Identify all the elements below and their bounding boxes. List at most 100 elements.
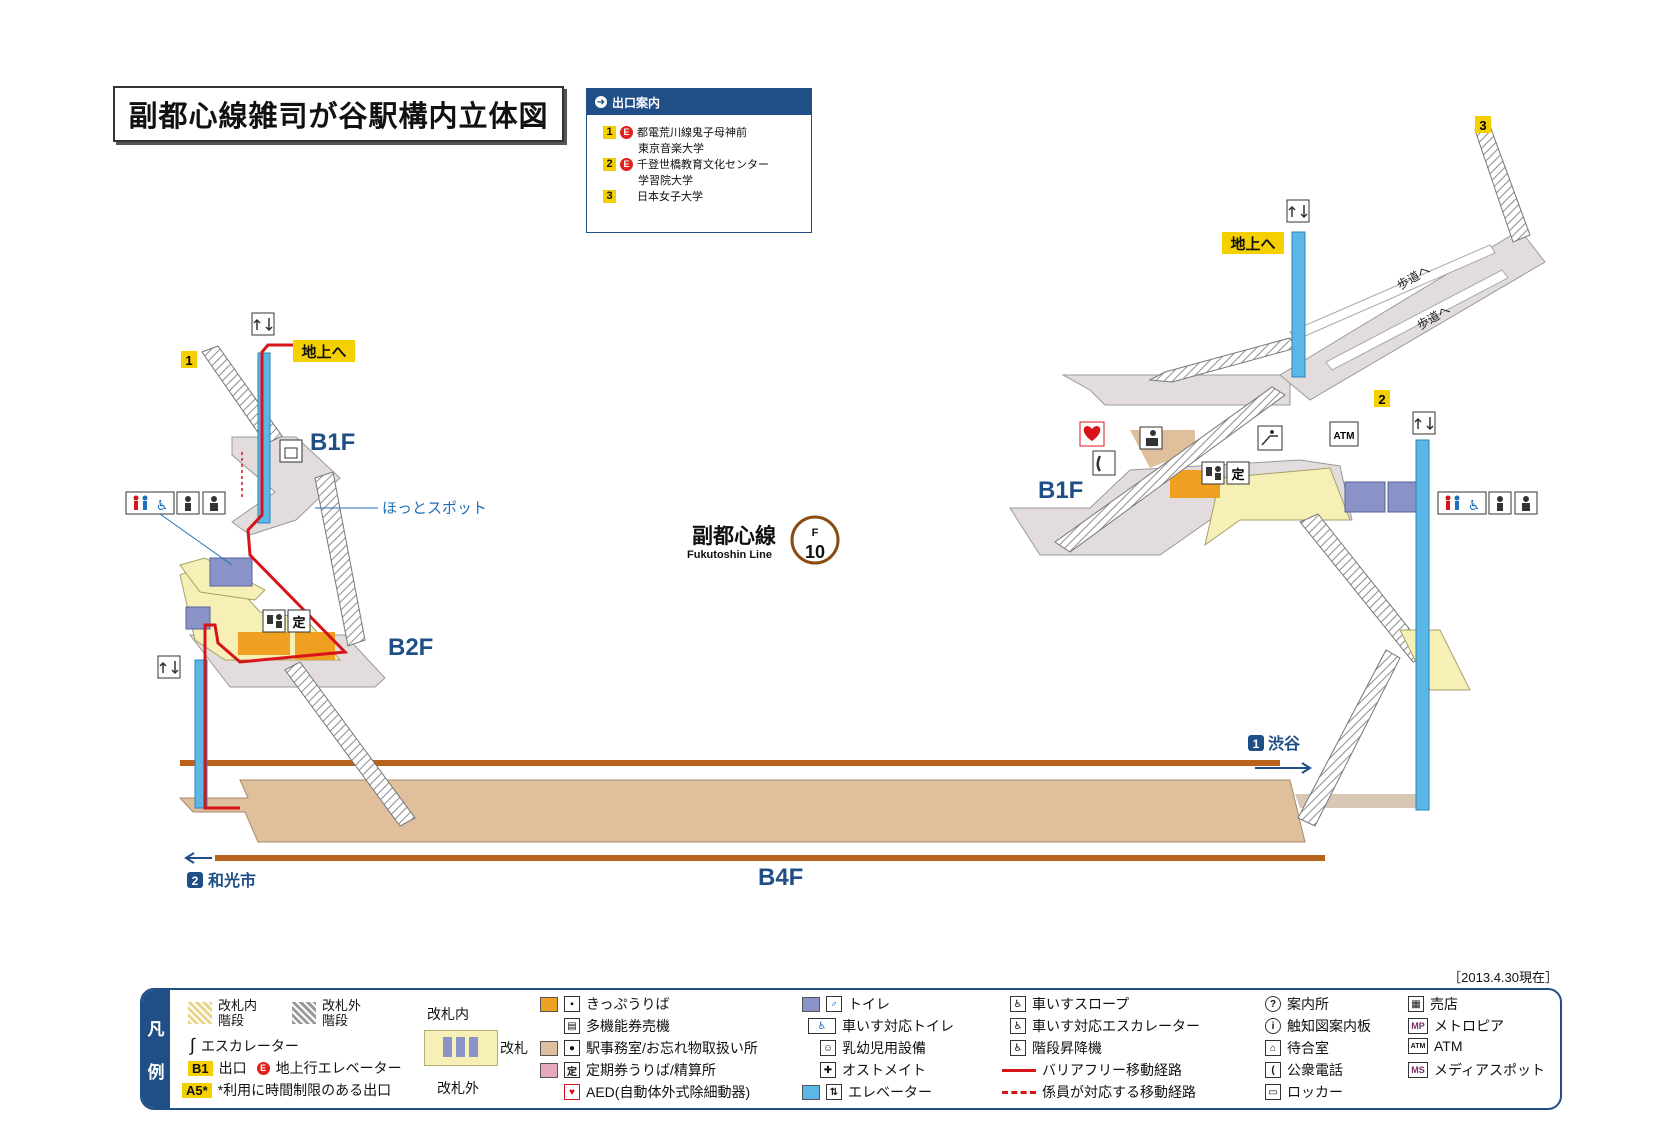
- legend-label: きっぷうりば: [586, 996, 670, 1012]
- toilet-leader: [159, 513, 233, 566]
- legend-label: 多機能券売機: [586, 1018, 670, 1034]
- teiki-counter-icon: 定: [564, 1062, 580, 1078]
- hot-spot-label: ほっとスポット: [382, 500, 487, 517]
- exit-guide-header: ➜ 出口案内: [587, 89, 811, 115]
- legend-metropia: MP メトロピア: [1408, 1016, 1504, 1036]
- elevator-shaft-right-lower: [1415, 439, 1430, 811]
- teiki-area-swatch: [540, 1062, 558, 1078]
- legend-wheelchair-toilet: ♿ 車いす対応トイレ: [808, 1016, 954, 1036]
- b1f-right-yellow: [1204, 467, 1351, 547]
- toilet-area-swatch: [802, 996, 820, 1012]
- elevator-shaft-swatch: [802, 1084, 820, 1100]
- legend-label: メトロピア: [1434, 1018, 1504, 1034]
- legend-label: 車いす対応エスカレーター: [1032, 1018, 1200, 1034]
- legend-tab: 凡 例: [142, 990, 170, 1108]
- legend-label: ATM: [1434, 1038, 1463, 1054]
- legend-label: 駅事務室/お忘れ物取扱い所: [586, 1040, 758, 1056]
- legend-station-office: ● 駅事務室/お忘れ物取扱い所: [540, 1038, 758, 1058]
- legend-label: AED(自動体外式除細動器): [586, 1084, 751, 1100]
- legend-escalator: ∫ エスカレーター: [190, 1035, 299, 1056]
- direction-number-shibuya-text: 1: [1253, 737, 1260, 751]
- arrow-right-icon: ➜: [595, 96, 607, 108]
- teiki-counter-icon: 定: [287, 609, 311, 633]
- escalator-icon: ∫: [190, 1035, 195, 1055]
- exit-item: 2 E 千登世橋教育文化センター: [603, 157, 811, 173]
- exit-number: 2: [603, 158, 616, 171]
- legend-slope: ♿ 車いすスロープ: [1010, 994, 1129, 1014]
- direction-number-shibuya: [1248, 735, 1264, 751]
- to-ground-label-right: 地上へ: [1230, 235, 1275, 253]
- gate-diagram: [424, 1030, 498, 1066]
- exit-guide-panel: ➜ 出口案内 1 E 都電荒川線鬼子母神前 東京音楽大学 2 E 千登世橋教育文…: [586, 88, 812, 233]
- barrier-free-route-swatch: [1002, 1068, 1036, 1072]
- arrow-right-icon: [1255, 762, 1312, 774]
- legend-barrier-free-route: バリアフリー移動経路: [1002, 1060, 1182, 1080]
- legend-shop: ▦ 売店: [1408, 994, 1458, 1014]
- exit-badge-1: [181, 351, 197, 368]
- wheelchair-escalator-icon: ♿: [1010, 1018, 1026, 1034]
- walkway-deck: [1279, 229, 1546, 401]
- legend-gate-label: 改札: [500, 1040, 528, 1056]
- exit-badge-icon: B1: [188, 1060, 213, 1076]
- b4f-platform: [178, 779, 1306, 843]
- legend-label: 階段昇降機: [1032, 1040, 1102, 1056]
- station-office-icon: ●: [564, 1040, 580, 1056]
- legend-label: *利用に時間制限のある出口: [217, 1082, 392, 1098]
- atm-icon: ATM: [1408, 1038, 1428, 1054]
- locker-icon: ▭: [1265, 1084, 1281, 1100]
- station-office-icon: [1139, 426, 1163, 450]
- escalator-to-b4f: [1297, 649, 1401, 827]
- tactile-map-icon: i: [1265, 1018, 1281, 1034]
- legend-ostomate: ✚ オストメイト: [820, 1060, 926, 1080]
- elevator-icon: [1412, 411, 1436, 435]
- legend-tactile: i 触知図案内板: [1265, 1016, 1371, 1036]
- svg-text:♿: ♿: [156, 497, 169, 513]
- baby-facility-icon: [176, 491, 200, 515]
- legend-ticket-area: ▪ きっぷうりば: [540, 994, 669, 1014]
- legend-label: 出口: [218, 1060, 247, 1076]
- ostomate-icon: [1514, 491, 1538, 515]
- legend-panel: 凡 例 改札内 階段 改札外 階段 ∫ エスカレーター B1 出口 E 地上行エ…: [140, 988, 1562, 1110]
- legend-gate-outside-label: 改札外: [437, 1080, 479, 1096]
- station-code-number: 10: [805, 542, 825, 562]
- legend-locker: ▭ ロッカー: [1265, 1082, 1343, 1102]
- barrier-free-route: [203, 343, 349, 810]
- exit-badge-2: [1374, 390, 1390, 407]
- limited-exit-badge-icon: A5*: [182, 1082, 212, 1098]
- stair-lift-icon: ♿: [1010, 1040, 1026, 1056]
- gate-block: [1344, 481, 1386, 513]
- legend-staff-route: 係員が対応する移動経路: [1002, 1082, 1196, 1102]
- ticket-machine-icon: ▪: [564, 996, 580, 1012]
- legend-label: 地上行エレベーター: [275, 1060, 402, 1076]
- legend-label: オストメイト: [842, 1062, 926, 1078]
- escalator-b2f-b4f: [284, 661, 416, 827]
- teiki-glyph: 定: [1230, 467, 1244, 482]
- aed-icon: ♥: [564, 1084, 580, 1100]
- toilet-icon: ♿: [125, 491, 175, 515]
- ticket-office-icon: [1201, 461, 1225, 485]
- legend-tab-top: 凡: [147, 1020, 165, 1039]
- legend-aed: ♥ AED(自動体外式除細動器): [564, 1082, 750, 1102]
- legend-exit: B1 出口 E 地上行エレベーター: [188, 1058, 402, 1078]
- legend-phone: ( 公衆電話: [1265, 1060, 1343, 1080]
- wheelchair-toilet-icon: ♿: [808, 1018, 836, 1034]
- legend-limited-exit: A5* *利用に時間制限のある出口: [182, 1080, 391, 1100]
- to-ground-badge-right: [1222, 232, 1284, 254]
- gate-icon: [443, 1037, 452, 1057]
- elevator-icon: ⇅: [826, 1084, 842, 1100]
- wheelchair-escalator-icon: [1257, 425, 1283, 451]
- exit-badge-3-text: 3: [1479, 118, 1486, 133]
- ostomate-icon: ✚: [820, 1062, 836, 1078]
- legend-gate-inside-label: 改札内: [427, 1006, 469, 1022]
- legend-label: 定期券うりば/精算所: [586, 1062, 716, 1078]
- station-code-badge: [790, 515, 840, 565]
- ticket-area: [238, 632, 290, 655]
- legend-baby: ☺ 乳幼児用設備: [820, 1038, 926, 1058]
- elevator-shaft-right-upper: [1291, 231, 1306, 378]
- direction-label-shibuya: 渋谷: [1268, 734, 1301, 753]
- floor-label-b1f-right: B1F: [1038, 477, 1083, 504]
- stairs-outside-icon: [292, 1002, 316, 1024]
- phone-icon: [1092, 450, 1116, 476]
- ostomate-icon: [202, 491, 226, 515]
- waiting-room-icon: ⌂: [1265, 1040, 1281, 1056]
